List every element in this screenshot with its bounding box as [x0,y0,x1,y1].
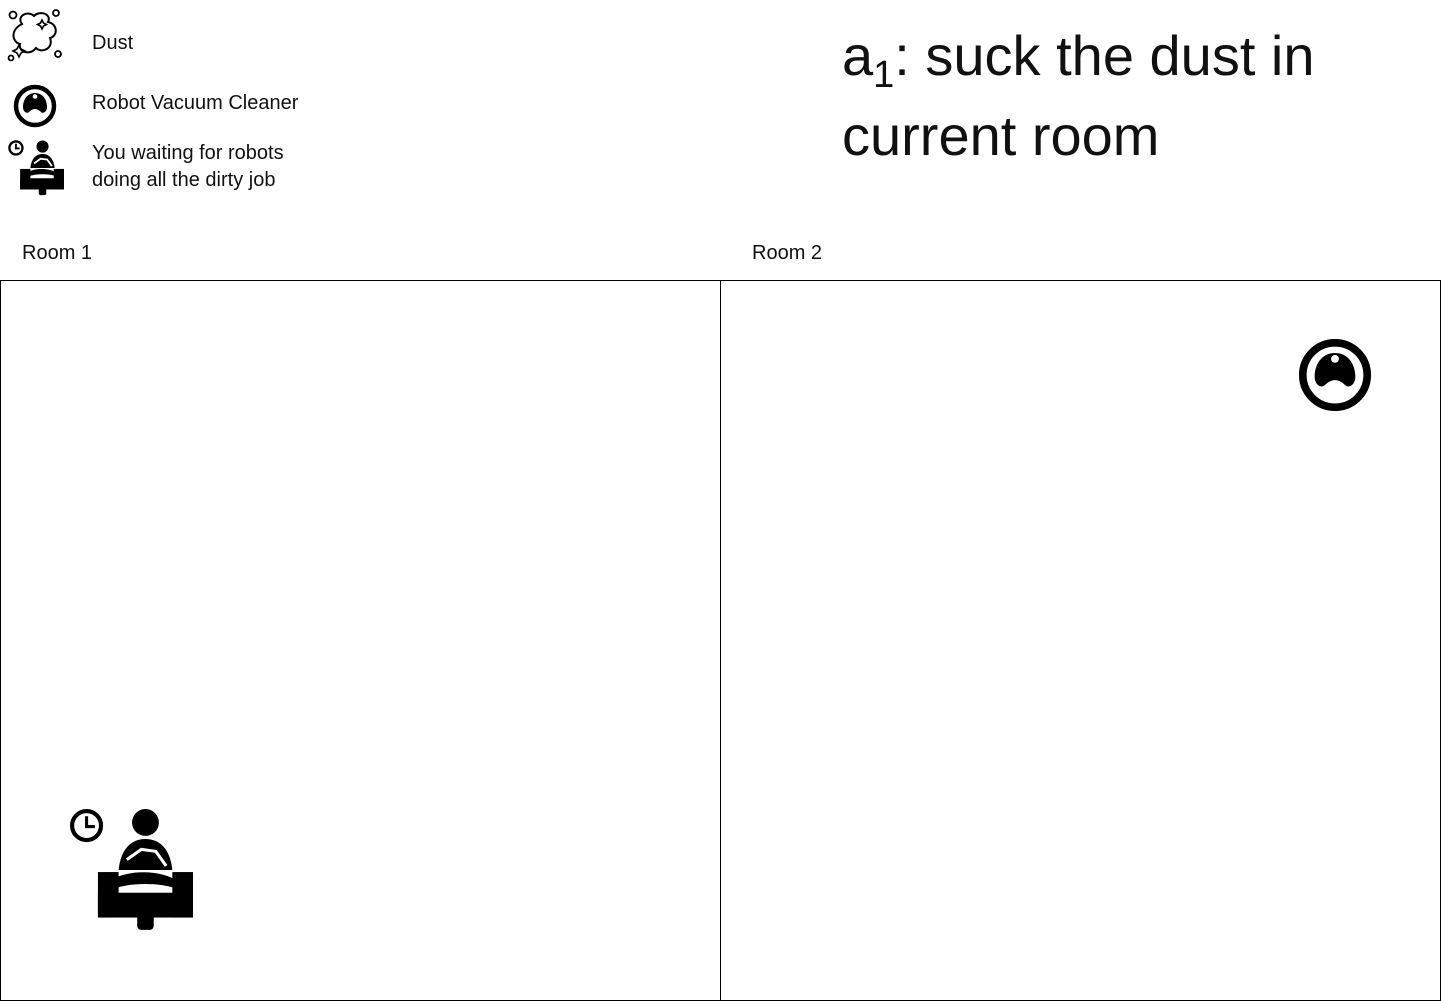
room-2-label: Room 2 [752,242,823,264]
robot-vacuum-icon [1296,336,1374,419]
robot-vacuum-icon [12,83,58,129]
action-symbol: a [842,24,874,87]
room-1-label: Room 1 [22,242,93,264]
action-subscript: 1 [873,54,895,96]
legend-robot-label: Robot Vacuum Cleaner [92,92,299,114]
legend-dust-label: Dust [92,32,134,54]
dust-icon [6,8,64,62]
person-waiting-icon [68,808,194,937]
legend-person-label-line2: doing all the dirty job [92,169,276,191]
legend-person-label-line1: You waiting for robots [92,142,284,164]
action-text: : suck the dust in current room [842,24,1315,167]
person-waiting-icon [8,140,64,196]
action-description: a1: suck the dust in current room [842,16,1432,176]
